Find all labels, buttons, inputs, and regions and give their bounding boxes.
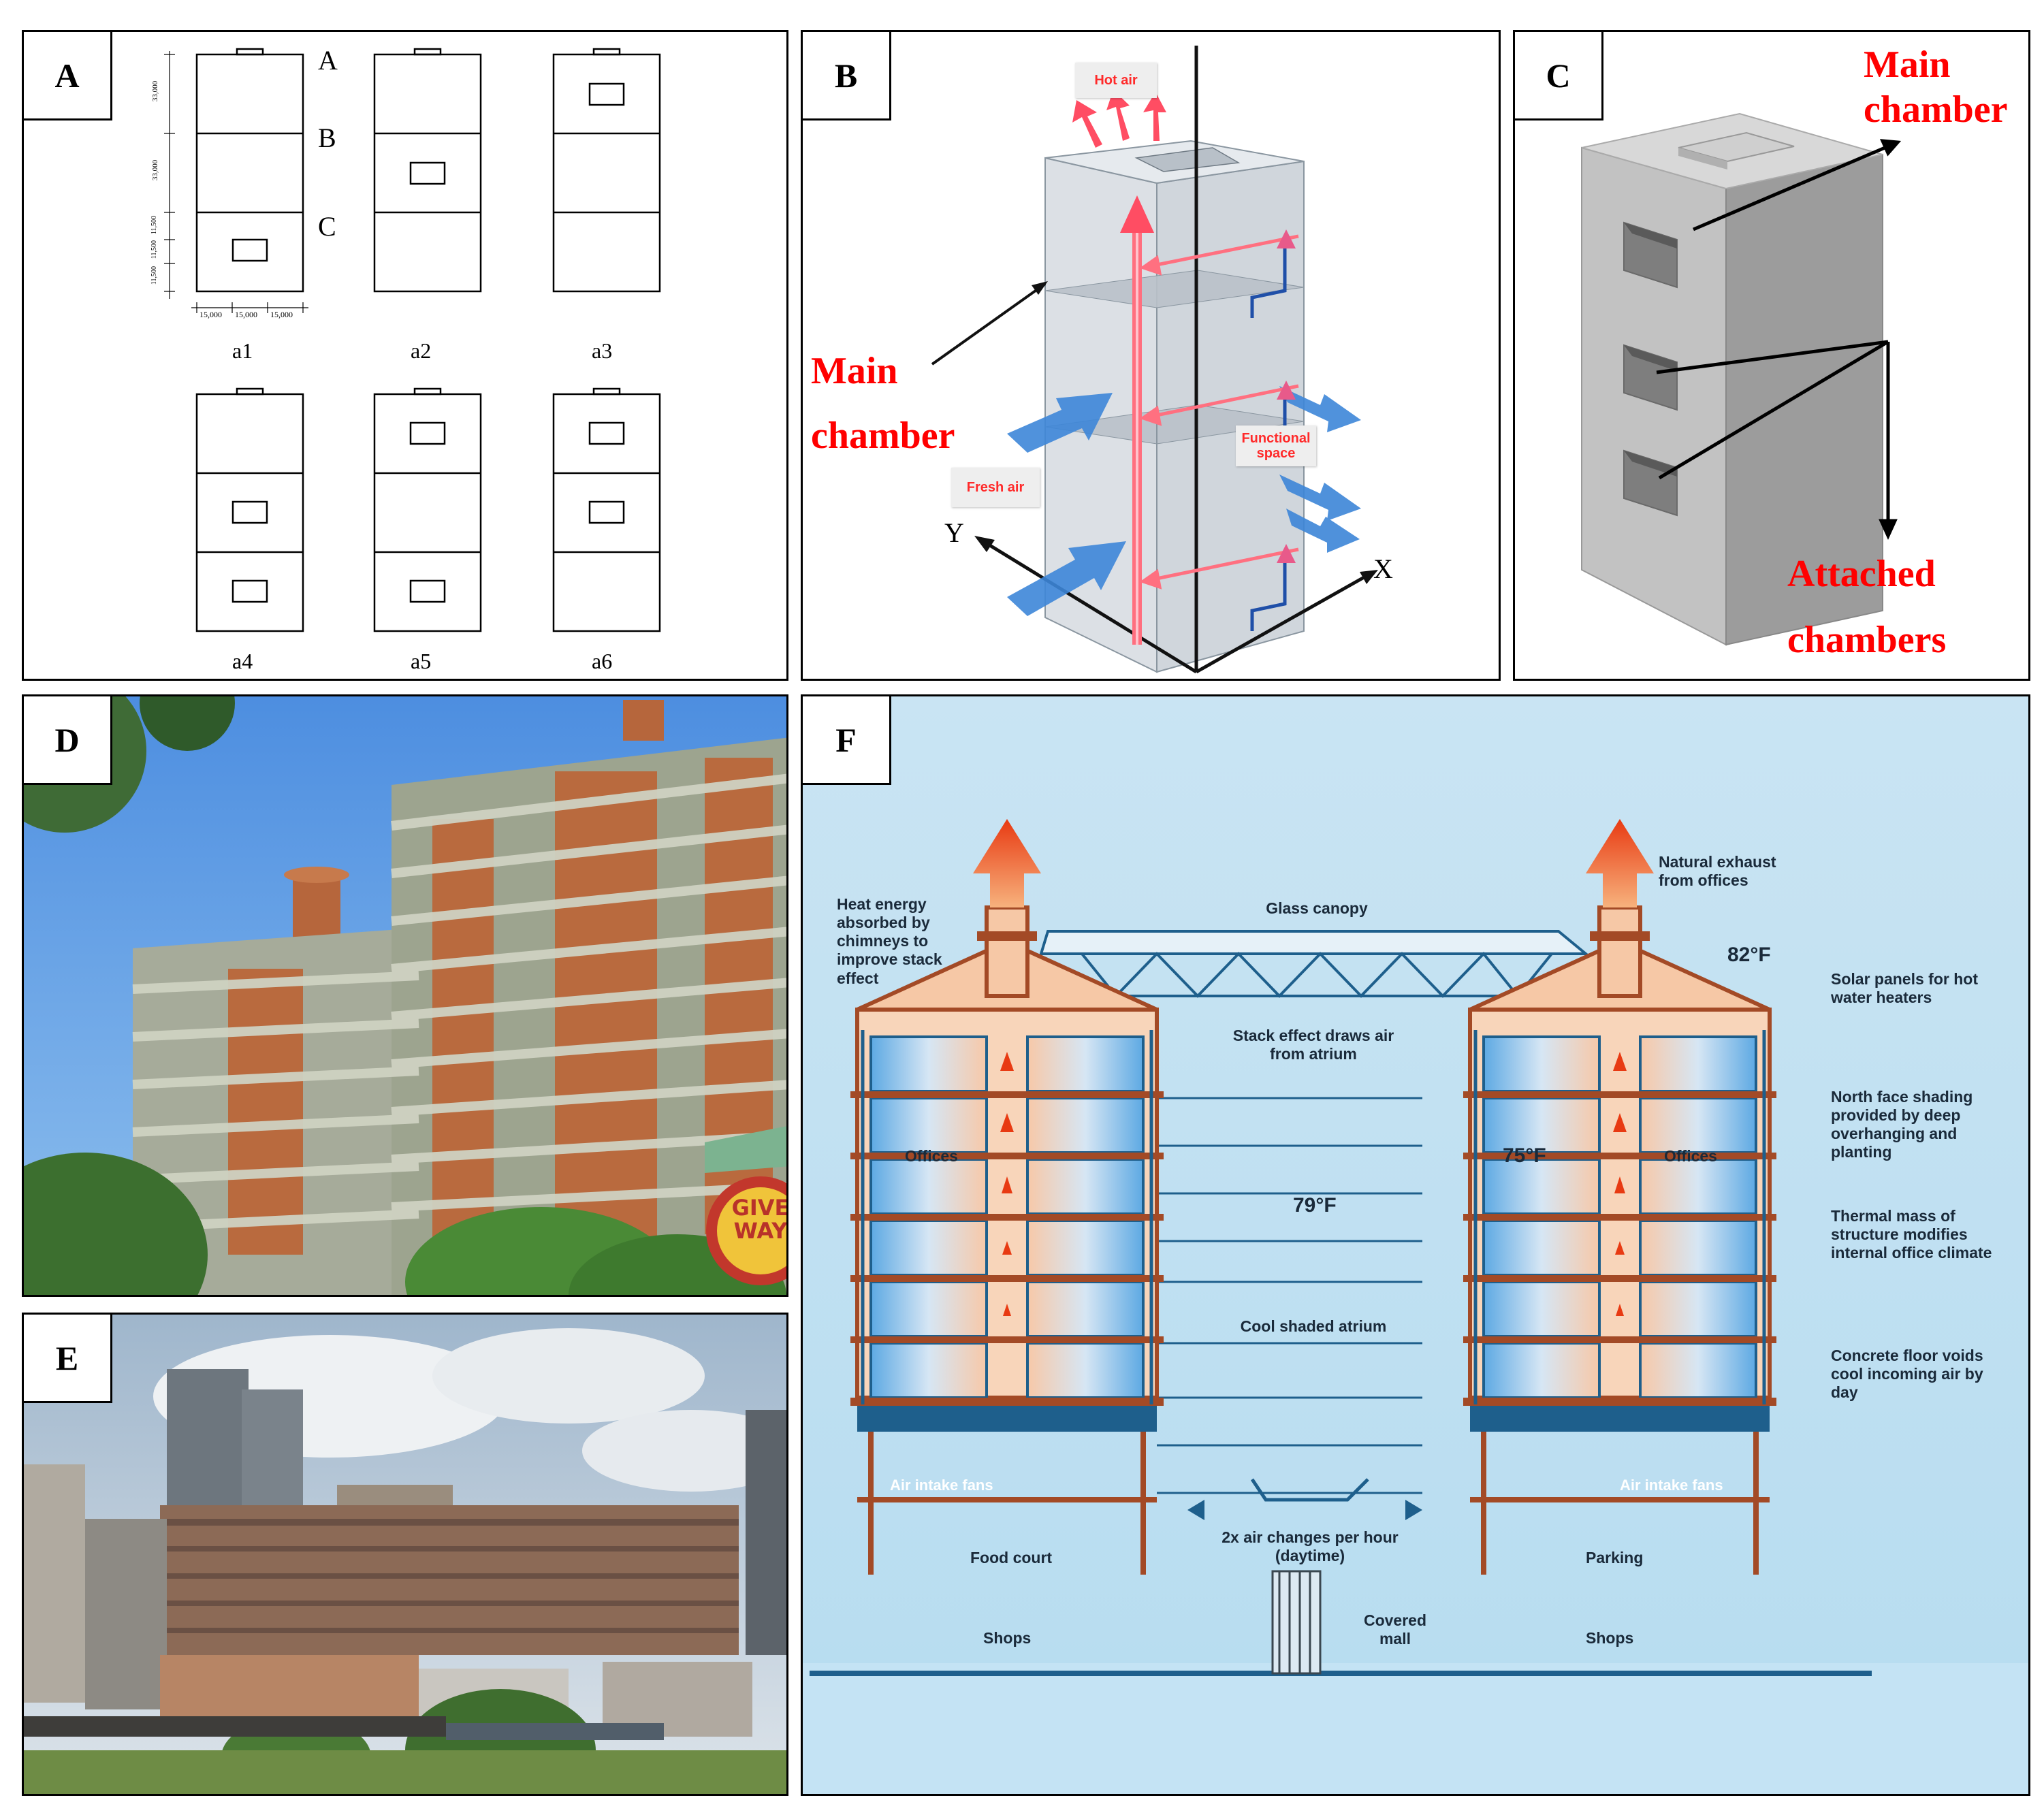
hot-air-tag: Hot air: [1075, 63, 1157, 98]
fresh-air-tag: Fresh air: [951, 468, 1040, 507]
chamber-a5-2: [409, 579, 446, 603]
axis-x-label: X: [1373, 553, 1393, 584]
glass-canopy-truss: [1039, 930, 1590, 999]
cool-atrium-label: Cool shaded atrium: [1240, 1317, 1387, 1335]
parking-label: Parking: [1586, 1549, 1644, 1566]
dim-v-4: 11,500: [150, 240, 159, 259]
temp-office: 75°F: [1503, 1144, 1546, 1167]
food-court-label: Food court: [970, 1549, 1053, 1566]
panel-f-diagram: [803, 696, 2028, 1794]
main-chamber-c-line2: chamber: [1864, 89, 2008, 131]
panel-d-letter: D: [24, 696, 112, 785]
tower-a6: [552, 393, 661, 632]
chamber-a2: [409, 161, 446, 185]
panel-d: D: [22, 694, 788, 1297]
panel-b-letter: B: [803, 32, 891, 120]
variant-a4: a4: [232, 649, 253, 673]
panel-a-letter: A: [24, 32, 112, 120]
dim-v-3: 11,500: [150, 215, 159, 235]
panel-e: E: [22, 1313, 788, 1796]
level-label-c: C: [318, 211, 336, 242]
variant-a3: a3: [592, 338, 613, 363]
panel-c-letter: C: [1515, 32, 1603, 120]
tower-a3: [552, 53, 661, 293]
main-chamber-b-line2: chamber: [811, 414, 955, 457]
air-intake-right-label: Air intake fans: [1620, 1477, 1723, 1494]
main-chamber-b-line1: Main: [811, 350, 898, 392]
glass-canopy-label: Glass canopy: [1266, 899, 1368, 917]
air-changes-label: 2x air changes per hour (daytime): [1221, 1528, 1399, 1565]
tower-a5: [373, 393, 482, 632]
chamber-a5-1: [409, 421, 446, 445]
natural-exhaust-note: Natural exhaust from offices: [1659, 853, 1776, 890]
offices-right-label: Offices: [1664, 1147, 1717, 1165]
temp-atrium: 79°F: [1293, 1194, 1337, 1217]
axis-y-label: Y: [944, 517, 964, 548]
panel-a-drawing: [164, 48, 661, 632]
thermal-mass-note: Thermal mass of structure modifies inter…: [1831, 1207, 1992, 1262]
attached-line1: Attached: [1787, 553, 1936, 595]
panel-e-letter: E: [24, 1315, 112, 1403]
way-word: WAY: [733, 1217, 788, 1244]
main-chamber-label-b: Main chamber: [811, 347, 955, 461]
chamber-a1: [231, 238, 268, 262]
dim-h-2: 15,000: [235, 310, 257, 319]
panel-e-photo: [24, 1315, 786, 1794]
panel-c-drawing: [1581, 112, 1902, 646]
panel-c: C Main chamber Attached chambe: [1513, 30, 2030, 681]
variant-a5: a5: [411, 649, 432, 673]
dim-h-1: 15,000: [199, 310, 222, 319]
variant-a1: a1: [232, 338, 253, 363]
offices-left-label: Offices: [905, 1147, 958, 1165]
attached-line2: chambers: [1787, 618, 1947, 661]
tower-a4: [195, 393, 304, 632]
temp-outside: 82°F: [1727, 944, 1771, 966]
chamber-a4-2: [231, 579, 268, 603]
chamber-a4-1: [231, 500, 268, 524]
solar-note: Solar panels for hot water heaters: [1831, 970, 1978, 1007]
chamber-a6-2: [588, 500, 625, 524]
chamber-a6-1: [588, 421, 625, 445]
functional-space-tag: Functional space: [1236, 425, 1316, 466]
tower-a1: [195, 53, 304, 293]
panel-f-letter: F: [803, 696, 891, 785]
shops-right-label: Shops: [1586, 1629, 1634, 1647]
tower-a2: [373, 53, 482, 293]
variant-a2: a2: [411, 338, 432, 363]
level-label-a: A: [318, 45, 338, 76]
panel-b: B: [801, 30, 1501, 681]
give-word: GIVE: [731, 1195, 788, 1221]
main-chamber-c-line1: Main: [1864, 44, 1951, 86]
covered-mall-label: Covered mall: [1363, 1611, 1427, 1648]
concrete-floor-note: Concrete floor voids cool incoming air b…: [1831, 1347, 1983, 1402]
chamber-a3: [588, 82, 625, 106]
panel-f: F: [801, 694, 2030, 1796]
dim-v-5: 11,500: [150, 266, 159, 285]
dim-h-3: 15,000: [270, 310, 293, 319]
variant-a6: a6: [592, 649, 613, 673]
attached-chambers-label: Attached chambers: [1787, 549, 1946, 665]
dim-v-2: 33,000: [151, 159, 160, 181]
air-intake-left-label: Air intake fans: [890, 1477, 993, 1494]
shops-left-label: Shops: [983, 1629, 1032, 1647]
panel-a: A: [22, 30, 788, 681]
panel-b-drawing: [931, 46, 1378, 674]
panel-d-photo: [24, 696, 786, 1295]
give-way-text: GIVE WAY: [725, 1195, 788, 1244]
stack-effect-label: Stack effect draws air from atrium: [1232, 1027, 1394, 1063]
main-chamber-label-c: Main chamber: [1864, 42, 2008, 132]
north-face-note: North face shading provided by deep over…: [1831, 1088, 1973, 1161]
dim-v-1: 33,000: [151, 80, 160, 102]
heat-energy-note: Heat energy absorbed by chimneys to impr…: [837, 895, 942, 987]
level-label-b: B: [318, 123, 336, 153]
